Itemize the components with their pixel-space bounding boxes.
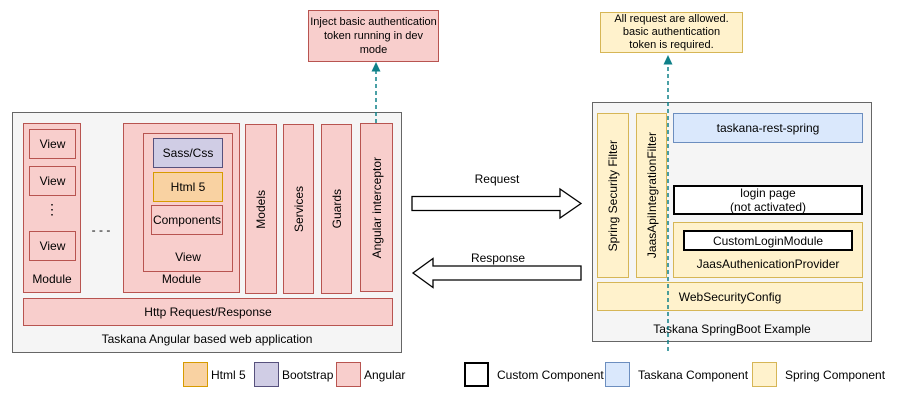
angular-legend-swatch — [336, 362, 361, 387]
taskana-component-legend-swatch — [605, 362, 630, 387]
legend-label: Custom Component — [497, 367, 604, 382]
custom-login-module-box: CustomLoginModule — [683, 230, 853, 251]
callout-auth-required-line: All request are allowed. — [614, 13, 729, 25]
module1-label: Module — [32, 272, 72, 286]
legend-label: Bootstrap — [282, 367, 334, 382]
jaas-api-integration-filter-bar: JaasApiIntegrationFilter — [636, 113, 667, 278]
springboot-title: Taskana SpringBoot Example — [653, 322, 811, 336]
module1-view-box: View — [29, 166, 76, 196]
callout-dev-token-line: Inject basic authentication — [310, 16, 437, 28]
module2-view-label: View — [175, 250, 201, 264]
guards-bar: Guards — [321, 124, 352, 294]
callout-dev-token: Inject basic authentication token runnin… — [308, 10, 439, 62]
spring-security-filter-label: Spring Security Filter — [606, 139, 620, 252]
angular-interceptor-bar: Angular interceptor — [360, 123, 393, 292]
services-bar: Services — [283, 124, 314, 294]
legend-label: Spring Component — [785, 367, 886, 382]
guards-bar-label: Guards — [329, 189, 344, 229]
module1-view-box: View — [29, 129, 76, 159]
jaas-authentication-provider-label: JaasAuthenicationProvider — [696, 257, 840, 271]
models-bar: Models — [245, 124, 277, 294]
legend-item-spring: Spring Component — [752, 361, 885, 388]
spring-security-filter-bar: Spring Security Filter — [597, 113, 629, 278]
login-page-line: login page — [740, 186, 796, 200]
module1-vertical-ellipsis: ⋮ — [45, 201, 59, 217]
taskana-rest-spring-box: taskana-rest-spring — [673, 113, 863, 143]
services-bar-label: Services — [291, 185, 306, 232]
legend-label: Angular — [364, 367, 406, 382]
legend-item-custom: Custom Component — [464, 361, 604, 388]
response-label: Response — [470, 251, 526, 265]
sass-css-box: Sass/Css — [153, 138, 223, 168]
bootstrap-legend-swatch — [254, 362, 279, 387]
http-request-response-bar: Http Request/Response — [23, 298, 393, 326]
callout-auth-required-line: basic authentication — [622, 26, 721, 38]
login-page-box: login page (not activated) — [673, 185, 863, 215]
request-label: Request — [474, 172, 520, 186]
legend-label: Html 5 — [211, 367, 246, 382]
legend-item-bootstrap: Bootstrap — [254, 361, 333, 388]
html5-legend-swatch — [183, 362, 208, 387]
modules-ellipsis: - - - — [91, 223, 111, 237]
callout-auth-required-line: token is required. — [629, 39, 714, 51]
spring-component-legend-swatch — [752, 362, 777, 387]
components-box: Components — [151, 205, 223, 235]
callout-auth-required: All request are allowed. basic authentic… — [600, 12, 743, 53]
callout-dev-token-line: mode — [359, 44, 388, 56]
module2-label: Module — [161, 272, 202, 286]
dev-token-connector-arrowhead-icon — [371, 62, 381, 72]
models-bar-label: Models — [254, 189, 268, 229]
angular-interceptor-bar-label: Angular interceptor — [369, 156, 384, 259]
callout-dev-token-line: token running in dev — [323, 30, 424, 42]
legend-item-html5: Html 5 — [183, 361, 246, 388]
jaas-api-integration-filter-label: JaasApiIntegrationFilter — [644, 132, 659, 259]
legend-item-angular: Angular — [336, 361, 405, 388]
login-page-line: (not activated) — [729, 200, 807, 214]
module1-view-box: View — [29, 231, 76, 261]
angular-app-title: Taskana Angular based web application — [101, 332, 313, 346]
legend-label: Taskana Component — [638, 367, 749, 382]
request-arrow-icon — [411, 187, 583, 220]
web-security-config-bar: WebSecurityConfig — [597, 282, 863, 311]
legend-item-taskana: Taskana Component — [605, 361, 748, 388]
html5-box: Html 5 — [153, 172, 223, 202]
auth-required-connector-arrowhead-icon — [663, 55, 673, 65]
custom-component-legend-swatch — [464, 362, 489, 387]
